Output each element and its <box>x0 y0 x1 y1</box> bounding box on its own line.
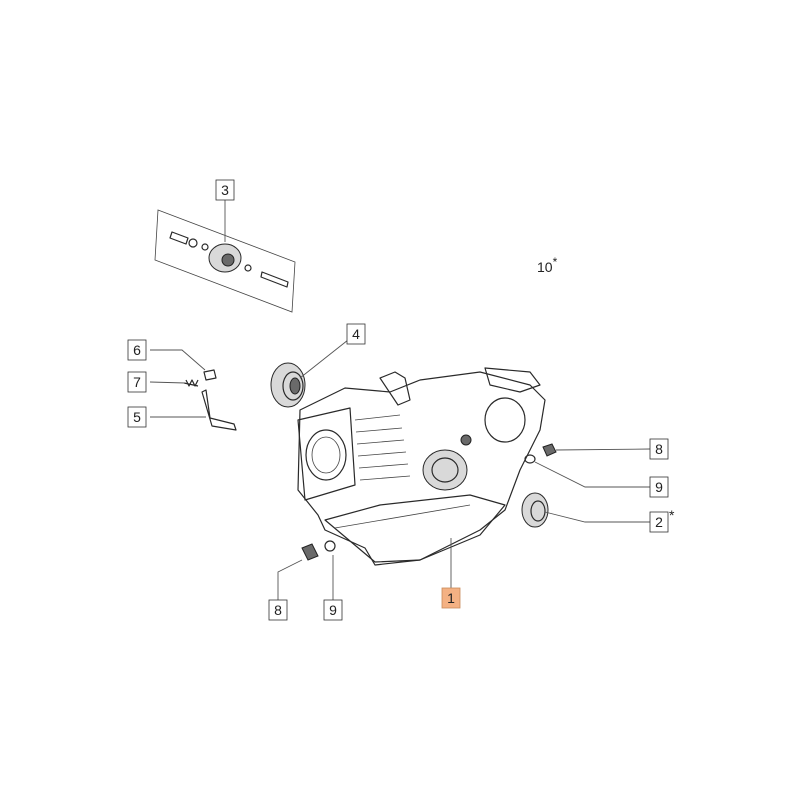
svg-text:6: 6 <box>133 342 141 358</box>
callout-4: 4 <box>346 323 366 345</box>
callout-7: 7 <box>127 371 147 393</box>
governor-assembly-frame <box>154 209 296 313</box>
bearing-outer <box>270 362 306 408</box>
svg-text:7: 7 <box>133 374 141 390</box>
governor-washer <box>188 238 198 248</box>
callout-8-bottom: 8 <box>268 599 288 621</box>
bearing <box>270 362 306 408</box>
crankcase-base <box>324 494 506 563</box>
bearing-bore <box>289 377 301 395</box>
governor-shaft <box>260 271 289 288</box>
top-bracket-left <box>379 371 411 406</box>
leader-2 <box>544 511 650 523</box>
cylinder-face <box>297 407 356 501</box>
governor-arm <box>201 389 237 431</box>
svg-text:3: 3 <box>221 182 229 198</box>
callout-3: 3 <box>215 179 235 201</box>
governor-arm-bolt <box>203 369 217 381</box>
drain-bolt-bottom <box>301 543 319 561</box>
washer-right <box>524 454 536 464</box>
svg-text:10*: 10* <box>537 255 558 275</box>
oil-seal-outer <box>521 492 549 528</box>
crank-boss <box>422 449 468 491</box>
svg-text:8: 8 <box>274 602 282 618</box>
leader-4 <box>299 339 349 379</box>
cylinder-bore <box>305 429 347 481</box>
governor-gear-hub <box>221 253 235 267</box>
leader-9-right <box>534 461 650 488</box>
governor-pin <box>169 231 189 245</box>
bolt-washer-bottom <box>301 540 336 561</box>
callout-10: 10* <box>537 255 558 275</box>
governor-clip <box>201 243 209 251</box>
crankcase-body <box>297 371 546 566</box>
leader-6 <box>150 349 206 371</box>
callout-2: 2 * <box>649 507 675 533</box>
svg-text:8: 8 <box>655 441 663 457</box>
crank-stud <box>460 434 472 446</box>
governor-assembly <box>154 209 296 313</box>
svg-text:4: 4 <box>352 326 360 342</box>
leader-7 <box>149 381 186 384</box>
crankcase-base-edge <box>334 504 471 529</box>
governor-spacer <box>244 264 252 272</box>
callout-5: 5 <box>127 406 147 428</box>
callout-9-right: 9 <box>649 476 669 498</box>
bearing-inner <box>282 371 304 401</box>
svg-text:5: 5 <box>133 409 141 425</box>
drain-bolt-right <box>542 443 557 457</box>
cylinder-bore-inner <box>311 436 341 474</box>
svg-text:9: 9 <box>329 602 337 618</box>
callout-6: 6 <box>127 339 147 361</box>
washer-bottom <box>324 540 336 552</box>
crank-bore-right <box>484 397 526 443</box>
callout-1: 1 <box>441 587 461 609</box>
svg-text:9: 9 <box>655 479 663 495</box>
crankcase <box>297 367 546 566</box>
leader-8-right <box>555 448 651 451</box>
top-bracket-right <box>484 367 541 393</box>
crank-boss-bore <box>431 457 459 483</box>
governor-arm-group <box>183 369 237 431</box>
svg-text:2: 2 <box>655 514 663 530</box>
svg-text:1: 1 <box>447 590 455 606</box>
leader-lines <box>149 200 651 600</box>
oil-seal-inner <box>530 500 546 522</box>
bolt-washer-right <box>524 443 557 464</box>
callout-9-bottom: 9 <box>323 599 343 621</box>
callout-8-right: 8 <box>649 438 669 460</box>
cooling-fins <box>354 414 411 481</box>
oil-seal <box>521 492 549 528</box>
governor-spring-coils <box>185 379 199 387</box>
svg-text:*: * <box>669 507 675 523</box>
leader-8-bottom <box>277 559 303 600</box>
